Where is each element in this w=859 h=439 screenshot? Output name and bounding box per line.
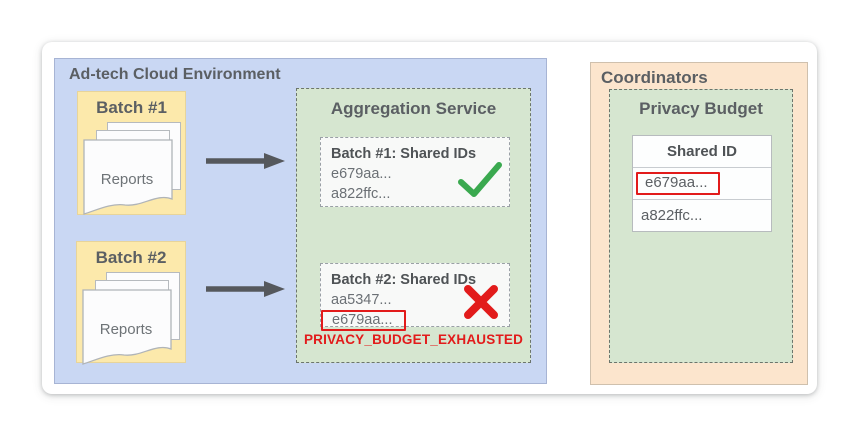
x-icon — [464, 285, 498, 319]
coordinators-box: Coordinators Privacy Budget Shared ID e6… — [590, 62, 808, 385]
reports-stack-icon: Reports — [82, 272, 182, 366]
arrow-right-icon — [206, 281, 285, 297]
duplicate-id-highlight-box: e679aa... — [636, 172, 720, 195]
report-page-wavy-icon — [82, 289, 172, 365]
diagram-card: Ad-tech Cloud Environment Batch #1 Repor… — [42, 42, 817, 394]
batch-1-box: Batch #1 Reports — [77, 91, 186, 215]
adtech-cloud-environment-box: Ad-tech Cloud Environment Batch #1 Repor… — [54, 58, 547, 384]
batch-1-label: Batch #1 — [96, 98, 167, 117]
shared-id-value: aa5347... — [331, 292, 392, 308]
arrow-right-icon — [206, 153, 285, 169]
batch-2-result-box: Batch #2: Shared IDs aa5347... e679aa... — [320, 263, 510, 331]
shared-id-table-header: Shared ID — [666, 143, 738, 160]
shared-id-value: e679aa... — [331, 166, 392, 182]
reports-label: Reports — [100, 171, 154, 188]
batch-1-result-title: Batch #1: Shared IDs — [331, 146, 477, 162]
batch-2-label: Batch #2 — [95, 248, 167, 267]
shared-id-value: a822ffc... — [641, 207, 703, 224]
table-row: e679aa... — [633, 167, 771, 199]
adtech-environment-title: Ad-tech Cloud Environment — [69, 66, 281, 83]
table-row: a822ffc... — [633, 199, 771, 231]
coordinators-title: Coordinators — [601, 68, 708, 87]
batch-2-result-title: Batch #2: Shared IDs — [331, 272, 477, 288]
reports-label: Reports — [99, 321, 153, 338]
privacy-budget-exhausted-label: PRIVACY_BUDGET_EXHAUSTED — [303, 332, 524, 347]
privacy-budget-title: Privacy Budget — [639, 99, 763, 118]
shared-id-table: Shared ID e679aa... a822ffc... — [632, 135, 772, 232]
privacy-budget-box: Privacy Budget Shared ID e679aa... a822f… — [609, 89, 793, 363]
duplicate-id-highlight-box: e679aa... — [321, 310, 407, 331]
reports-stack-icon: Reports — [83, 122, 183, 216]
aggregation-service-box: Aggregation Service Batch #1: Shared IDs… — [296, 88, 531, 363]
shared-id-value: e679aa... — [321, 310, 509, 331]
shared-id-value: a822ffc... — [331, 186, 391, 202]
check-icon — [458, 162, 502, 197]
report-page-wavy-icon — [83, 139, 173, 215]
batch-1-result-box: Batch #1: Shared IDs e679aa... a822ffc..… — [320, 137, 510, 207]
batch-2-box: Batch #2 Reports — [76, 241, 186, 366]
aggregation-service-title: Aggregation Service — [330, 99, 497, 118]
